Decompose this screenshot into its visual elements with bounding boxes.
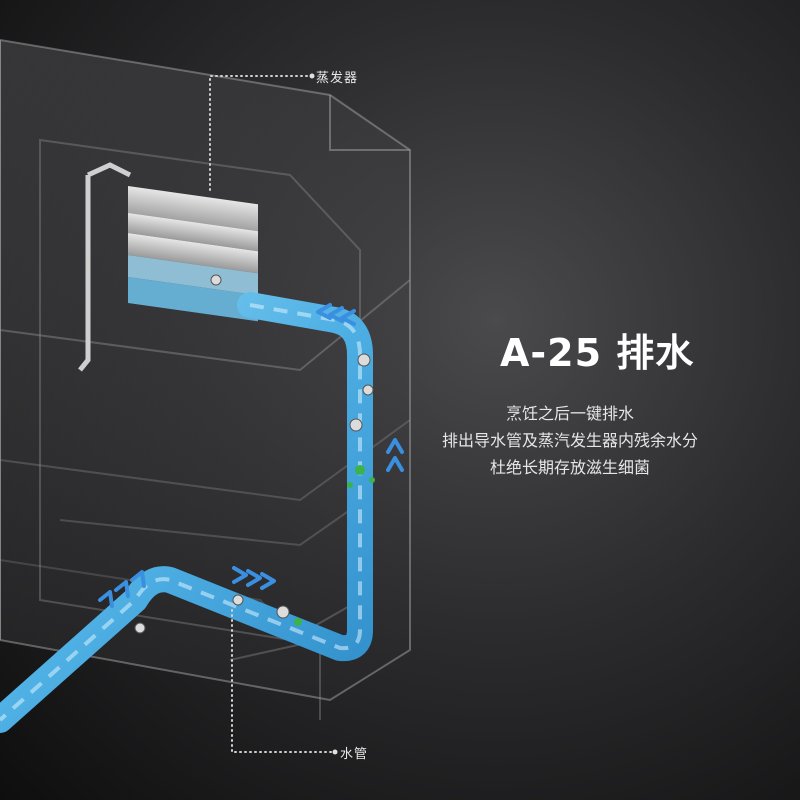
oven-body bbox=[0, 38, 411, 720]
evaporator-unit bbox=[78, 162, 258, 372]
description-line: 杜绝长期存放滋生细菌 bbox=[489, 458, 650, 477]
callout-dot-water-pipe bbox=[332, 749, 338, 755]
callout-leaders bbox=[209, 75, 335, 753]
particle-icon bbox=[134, 274, 374, 634]
description-line: 烹饪之后一键排水 bbox=[505, 404, 634, 423]
bacteria-icon bbox=[294, 465, 375, 626]
evaporator-label: 蒸发器 bbox=[316, 71, 359, 86]
callout-dot-evaporator bbox=[309, 73, 315, 79]
feature-description: 烹饪之后一键排水 排出导水管及蒸汽发生器内残余水分 杜绝长期存放滋生细菌 bbox=[420, 400, 720, 481]
flow-arrow-icon bbox=[98, 303, 404, 608]
water-pipe-label: 水管 bbox=[340, 747, 369, 762]
feature-title: A-25 排水 bbox=[500, 331, 695, 375]
water-pipe bbox=[0, 292, 373, 733]
description-line: 排出导水管及蒸汽发生器内残余水分 bbox=[441, 431, 698, 450]
